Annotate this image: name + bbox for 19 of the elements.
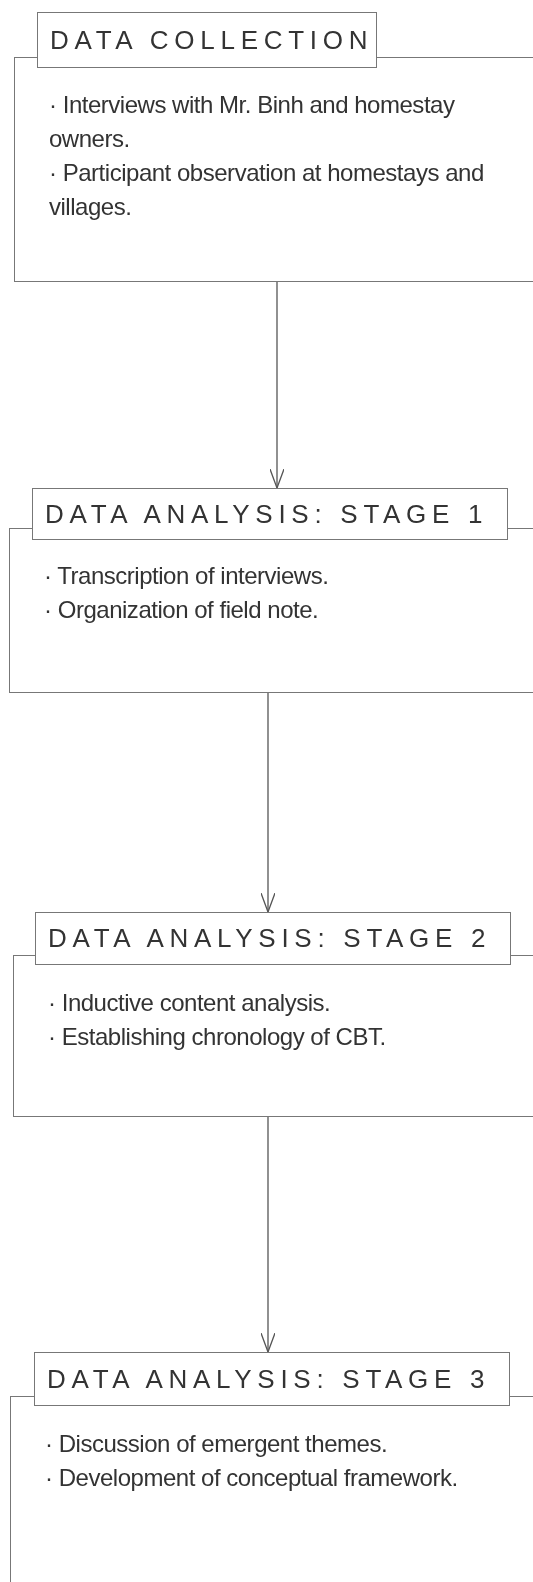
- arrow: [260, 1116, 276, 1353]
- stage-panel: [13, 912, 533, 1117]
- stage-panel: [10, 1352, 533, 1582]
- bullet-text: · Development of conceptual framework.: [45, 1463, 459, 1493]
- bullet-text: · Discussion of emergent themes.: [45, 1429, 389, 1459]
- arrow: [269, 281, 285, 489]
- bullet-text: · Interviews with Mr. Binh and homestay owners.: [49, 90, 456, 154]
- bullet-text: · Organization of field note.: [44, 595, 320, 625]
- bullet-text: · Participant observation at homestays and villages.: [49, 158, 484, 222]
- stage-heading: DATA COLLECTION: [37, 12, 377, 68]
- stage-heading: DATA ANALYSIS: STAGE 2: [35, 912, 511, 965]
- bullet-text: · Establishing chronology of CBT.: [48, 1022, 387, 1052]
- arrow: [260, 692, 276, 913]
- stage-panel: [9, 488, 533, 693]
- stage-heading: DATA ANALYSIS: STAGE 1: [32, 488, 508, 540]
- bullet-text: · Inductive content analysis.: [48, 988, 332, 1018]
- bullet-text: · Transcription of interviews.: [44, 561, 330, 591]
- stage-heading: DATA ANALYSIS: STAGE 3: [34, 1352, 510, 1406]
- stage-panel: [14, 12, 533, 282]
